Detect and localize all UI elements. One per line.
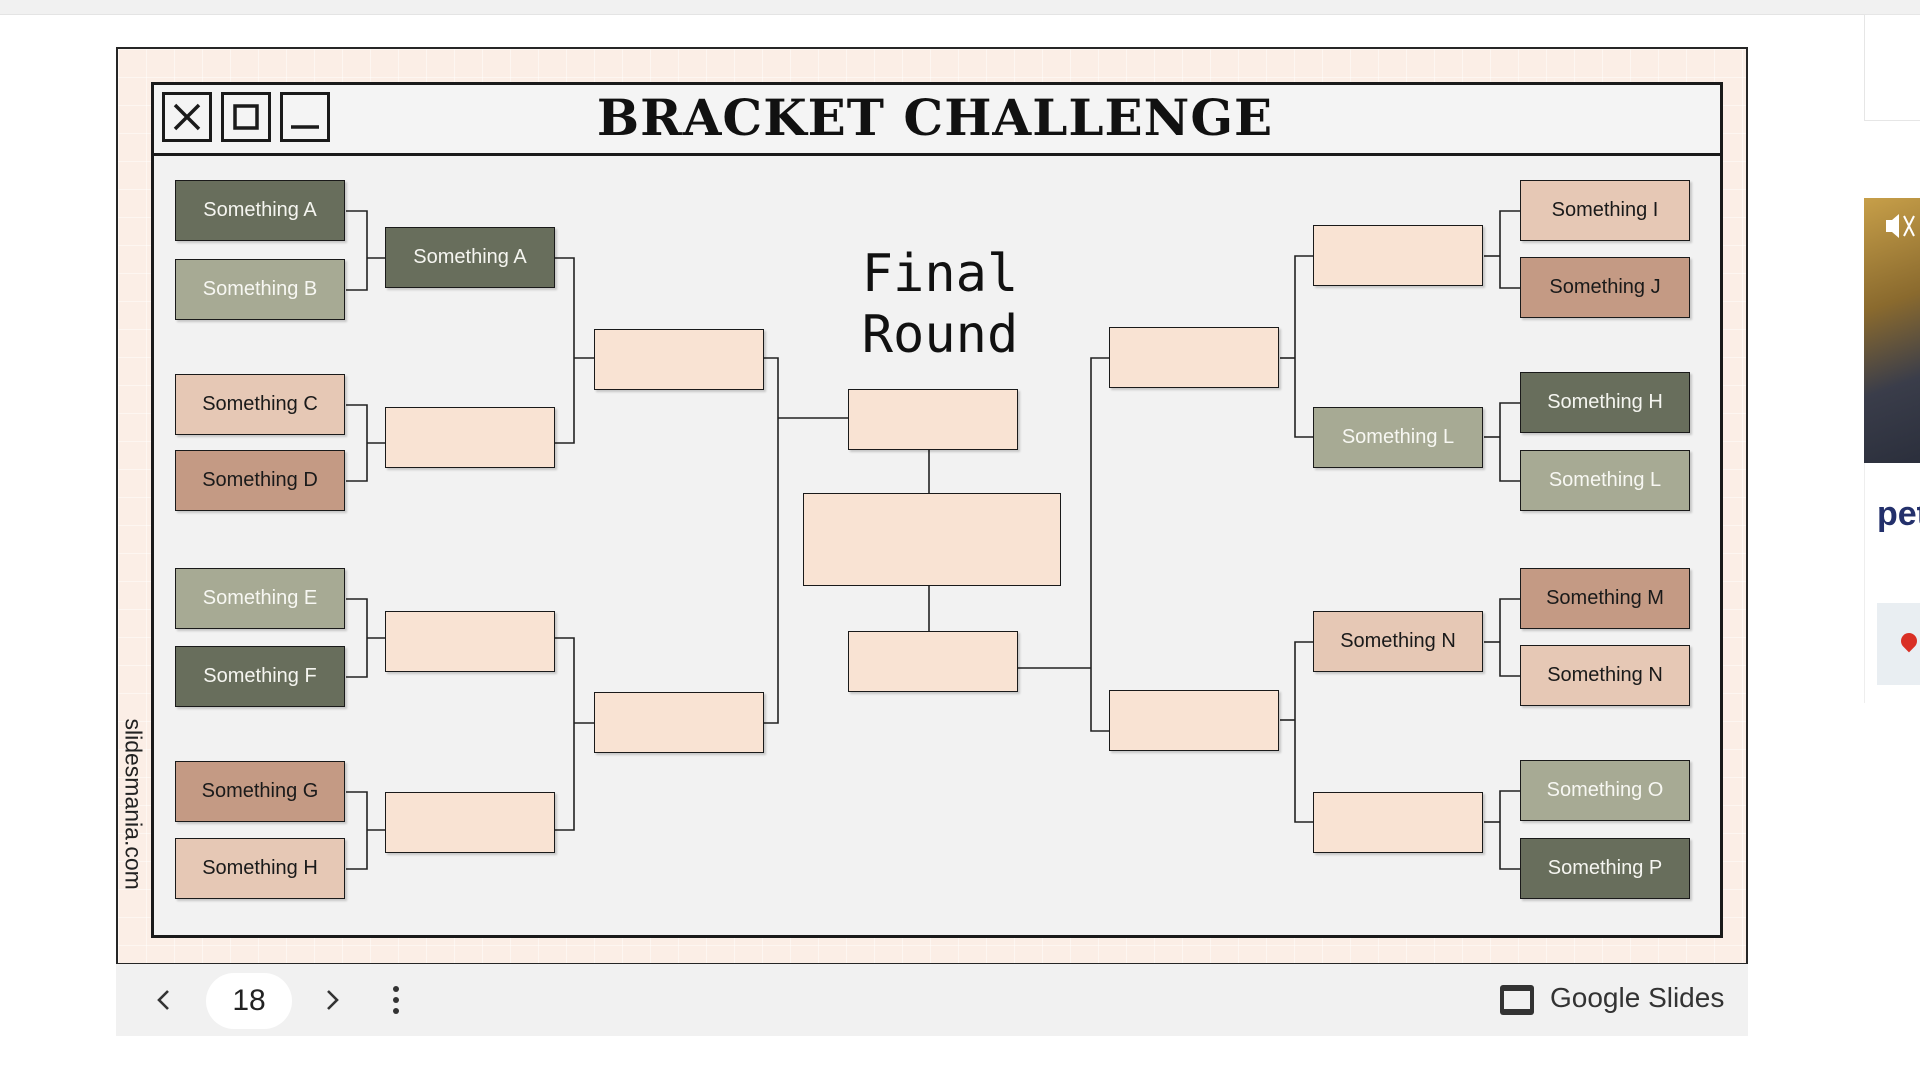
right-r1-box-4[interactable]: Something L [1520,450,1690,511]
maximize-icon [221,92,271,142]
page-number[interactable]: 18 [206,973,292,1029]
left-r2-box-3[interactable] [385,611,555,672]
page-title: BRACKET CHALLENGE [596,88,1274,147]
right-r1-box-2[interactable]: Something J [1520,257,1690,318]
browser-top-bar [0,0,1920,15]
left-r1-box-1[interactable]: Something A [175,180,345,241]
left-r1-box-7[interactable]: Something G [175,761,345,822]
close-icon [162,92,212,142]
right-r2-box-4[interactable] [1313,792,1483,853]
right-r1-box-6[interactable]: Something N [1520,645,1690,706]
left-r2-box-1[interactable]: Something A [385,227,555,288]
chevron-left-icon[interactable] [140,975,188,1025]
left-r1-box-4[interactable]: Something D [175,450,345,511]
right-r1-box-5[interactable]: Something M [1520,568,1690,629]
presentation-controls [116,964,1748,1036]
window-titlebar [151,82,1723,156]
more-vert-icon[interactable] [372,975,420,1025]
left-r2-box-2[interactable] [385,407,555,468]
final-box-top[interactable] [848,389,1018,450]
right-r1-box-1[interactable]: Something I [1520,180,1690,241]
right-r2-box-2[interactable]: Something L [1313,407,1483,468]
right-r3-box-1[interactable] [1109,327,1279,388]
left-r1-box-6[interactable]: Something F [175,646,345,707]
mute-icon[interactable] [1864,198,1920,258]
champion-box[interactable] [803,493,1061,586]
left-r2-box-4[interactable] [385,792,555,853]
right-r1-box-3[interactable]: Something H [1520,372,1690,433]
right-r1-box-8[interactable]: Something P [1520,838,1690,899]
left-r1-box-8[interactable]: Something H [175,838,345,899]
chevron-right-icon[interactable] [308,975,356,1025]
left-r3-box-2[interactable] [594,692,764,753]
watermark: slidesmania.com [118,718,148,906]
slides-logo-icon [1500,985,1534,1015]
watermark-text: slidesmania.com [120,718,147,890]
final-box-bottom[interactable] [848,631,1018,692]
left-r1-box-3[interactable]: Something C [175,374,345,435]
right-r1-box-7[interactable]: Something O [1520,760,1690,821]
final-round-label: Final Round [861,244,1019,365]
ad-brand-text: pet [1877,495,1920,533]
google-slides-label: Google Slides [1550,982,1725,1013]
right-r2-box-1[interactable] [1313,225,1483,286]
side-panel-fragment [1864,14,1920,121]
right-r2-box-3[interactable]: Something N [1313,611,1483,672]
google-slides-link[interactable]: Google Slides [1498,982,1748,1020]
left-r1-box-5[interactable]: Something E [175,568,345,629]
ad-image[interactable] [1864,198,1920,463]
right-r3-box-2[interactable] [1109,690,1279,751]
left-r3-box-1[interactable] [594,329,764,390]
minimize-icon [280,92,330,142]
ad-text-panel[interactable]: pet [1864,463,1920,703]
left-r1-box-2[interactable]: Something B [175,259,345,320]
